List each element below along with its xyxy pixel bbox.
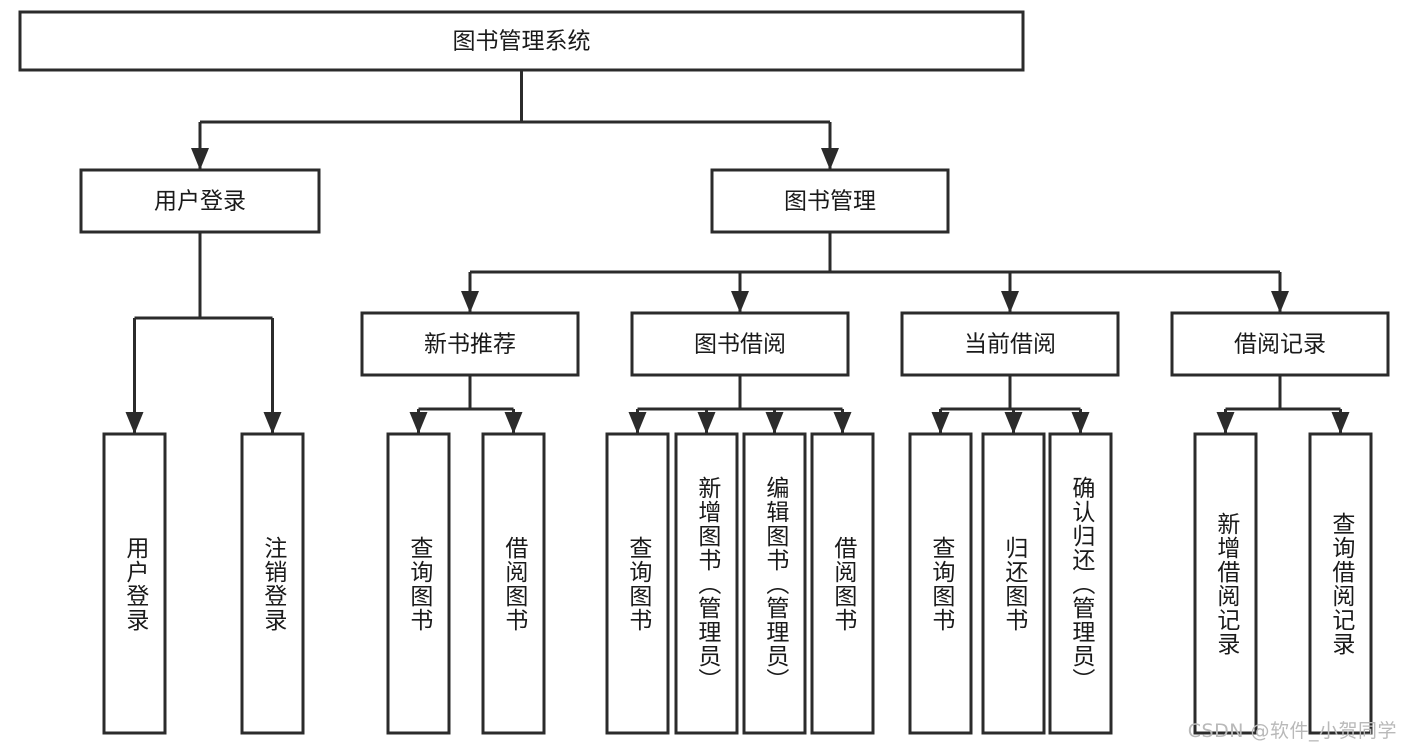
node-label: 用户登录 bbox=[154, 189, 246, 215]
node-box-leaf-query-book-cb[interactable] bbox=[908, 432, 973, 735]
node-box-leaf-query-book-bb[interactable] bbox=[605, 432, 670, 735]
arrow-head-icon bbox=[1271, 291, 1289, 313]
arrow-head-icon bbox=[504, 412, 523, 434]
arrow-head-icon bbox=[461, 291, 479, 313]
arrow-head-icon bbox=[628, 412, 647, 434]
node-label: 当前借阅 bbox=[964, 332, 1056, 358]
node-box-book-manage[interactable] bbox=[710, 168, 950, 234]
arrow-head-icon bbox=[765, 412, 784, 434]
node-label: 新书推荐 bbox=[424, 332, 516, 358]
node-label: 图书借阅 bbox=[694, 332, 786, 358]
node-box-leaf-add-book[interactable] bbox=[674, 432, 739, 735]
node-box-book-borrow[interactable] bbox=[630, 311, 850, 377]
watermark-credit: CSDN @软件_小贺同学 bbox=[1187, 720, 1397, 742]
node-box-leaf-borrow-book-bb[interactable] bbox=[810, 432, 875, 735]
node-box-leaf-borrow-book-rec[interactable] bbox=[481, 432, 546, 735]
node-label: 借阅记录 bbox=[1234, 332, 1326, 358]
arrow-head-icon bbox=[1001, 291, 1019, 313]
arrow-head-icon bbox=[731, 291, 749, 313]
node-label: 图书管理 bbox=[784, 189, 876, 215]
arrow-head-icon bbox=[1004, 412, 1023, 434]
node-box-borrow-record[interactable] bbox=[1170, 311, 1390, 377]
arrow-head-icon bbox=[931, 412, 950, 434]
node-box-leaf-add-record[interactable] bbox=[1193, 432, 1258, 735]
arrow-head-icon bbox=[1071, 412, 1090, 434]
arrow-head-icon bbox=[125, 412, 144, 434]
arrow-head-icon bbox=[409, 412, 428, 434]
node-box-leaf-return-book[interactable] bbox=[981, 432, 1046, 735]
node-box-new-book-rec[interactable] bbox=[360, 311, 580, 377]
node-box-leaf-edit-book[interactable] bbox=[742, 432, 807, 735]
node-label: 图书管理系统 bbox=[453, 29, 591, 55]
connector-layer bbox=[125, 70, 1350, 434]
arrow-head-icon bbox=[1216, 412, 1235, 434]
node-box-leaf-query-book-rec[interactable] bbox=[386, 432, 451, 735]
arrow-head-icon bbox=[821, 148, 839, 170]
arrow-head-icon bbox=[263, 412, 282, 434]
arrow-head-icon bbox=[191, 148, 209, 170]
node-box-user-login[interactable] bbox=[79, 168, 321, 234]
arrow-head-icon bbox=[833, 412, 852, 434]
node-box-leaf-user-login[interactable] bbox=[102, 432, 167, 735]
node-box-layer bbox=[18, 10, 1390, 735]
node-box-leaf-logout[interactable] bbox=[240, 432, 305, 735]
node-box-leaf-query-record[interactable] bbox=[1308, 432, 1373, 735]
arrow-head-icon bbox=[1331, 412, 1350, 434]
root-node-box[interactable] bbox=[18, 10, 1025, 72]
arrow-head-icon bbox=[697, 412, 716, 434]
node-box-leaf-confirm-return[interactable] bbox=[1048, 432, 1113, 735]
node-box-current-borrow[interactable] bbox=[900, 311, 1120, 377]
